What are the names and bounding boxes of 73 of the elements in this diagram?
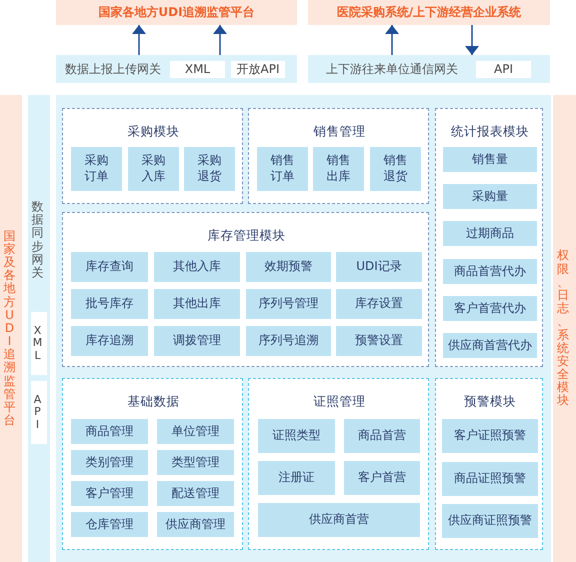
function-tile: 供应商证照预警 — [442, 504, 538, 538]
gateway-column — [28, 95, 50, 562]
function-tile: 采购入库 — [128, 147, 179, 191]
function-tile: 销售量 — [443, 147, 537, 172]
gateway-label: 数据同步网关 — [32, 200, 46, 280]
side-panel: 国家及各地方UDI追溯监管平台 — [0, 95, 22, 562]
module-title: 采购模块 — [128, 124, 180, 138]
function-tile: 销售订单 — [257, 147, 308, 191]
function-tile: 销售退货 — [370, 147, 421, 191]
module-title: 库存管理模块 — [208, 228, 286, 242]
protocol-tag: XML — [170, 61, 225, 78]
function-tile: 仓库管理 — [71, 512, 148, 537]
function-tile: 单位管理 — [157, 419, 234, 444]
module-title: 统计报表模块 — [451, 124, 529, 138]
function-tile: 其他出库 — [154, 289, 240, 319]
arrow — [213, 25, 227, 55]
function-tile: 商品管理 — [71, 419, 148, 444]
module-panel — [62, 108, 243, 204]
function-tile: 类别管理 — [71, 450, 148, 475]
function-tile: 库存设置 — [336, 289, 422, 319]
function-tile: 效期预警 — [246, 252, 331, 282]
function-tile: 过期商品 — [443, 221, 537, 246]
module-title: 证照管理 — [314, 394, 366, 408]
function-tile: 序列号追溯 — [246, 326, 331, 356]
function-tile: 注册证 — [258, 461, 335, 495]
function-tile: 库存追溯 — [71, 326, 148, 356]
function-tile: 采购退货 — [184, 147, 235, 191]
arrow — [132, 25, 146, 55]
function-tile: 客户管理 — [71, 481, 148, 506]
module-title: 销售管理 — [314, 124, 366, 138]
function-tile: 供应商首营 — [258, 503, 420, 537]
function-tile: 供应商首营代办 — [443, 333, 537, 358]
arrow — [465, 25, 479, 55]
module-panel — [248, 108, 429, 204]
arrow — [385, 25, 399, 55]
gateway-label: 上下游往来单位通信网关 — [326, 62, 458, 76]
function-tile: 序列号管理 — [246, 289, 331, 319]
protocol-tag: XML — [31, 312, 47, 375]
function-tile: 其他入库 — [154, 252, 240, 282]
function-tile: 客户首营代办 — [443, 296, 537, 321]
function-tile: 调拨管理 — [154, 326, 240, 356]
function-tile: UDI记录 — [336, 252, 422, 282]
module-panel — [435, 378, 543, 550]
function-tile: 销售出库 — [313, 147, 364, 191]
module-panel — [62, 378, 243, 550]
function-tile: 库存查询 — [71, 252, 148, 282]
function-tile: 客户首营 — [344, 461, 420, 495]
function-tile: 客户证照预警 — [442, 419, 538, 453]
module-title: 预警模块 — [464, 394, 516, 408]
function-tile: 供应商管理 — [157, 512, 234, 537]
protocol-tag: 开放API — [231, 61, 285, 78]
function-tile: 采购订单 — [71, 147, 122, 191]
platform-banner: 国家各地方UDI追溯监管平台 — [56, 0, 297, 25]
function-tile: 采购量 — [443, 184, 537, 209]
function-tile: 商品证照预警 — [442, 462, 538, 496]
gateway-bar — [56, 55, 297, 83]
function-tile: 类型管理 — [157, 450, 234, 475]
function-tile: 商品首营 — [344, 419, 420, 453]
module-panel — [248, 378, 429, 550]
protocol-tag: API — [476, 61, 531, 78]
function-tile: 配送管理 — [157, 481, 234, 506]
gateway-label: 数据上报上传网关 — [65, 62, 161, 76]
module-title: 基础数据 — [128, 394, 180, 408]
function-tile: 预警设置 — [336, 326, 422, 356]
module-panel — [435, 108, 543, 367]
function-tile: 批号库存 — [71, 289, 148, 319]
gateway-bar — [308, 55, 550, 83]
protocol-tag: API — [31, 381, 47, 444]
platform-banner: 医院采购系统/上下游经营企业系统 — [308, 0, 550, 25]
module-panel — [62, 212, 429, 367]
function-tile: 商品首营代办 — [443, 259, 537, 284]
function-tile: 证照类型 — [258, 419, 335, 453]
side-panel: 权限、日志、系统安全模块 — [553, 95, 576, 562]
